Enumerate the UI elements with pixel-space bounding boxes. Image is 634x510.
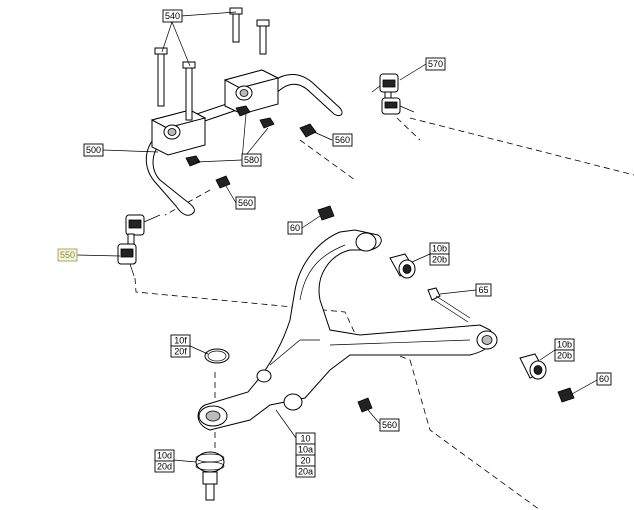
callout-20f[interactable]: 20f bbox=[170, 345, 191, 358]
snap-ring-10f bbox=[204, 348, 230, 364]
callout-10d[interactable]: 10d bbox=[154, 449, 175, 462]
svg-text:60: 60 bbox=[599, 374, 609, 384]
bushing-right bbox=[223, 69, 280, 115]
callout-540[interactable]: 540 bbox=[162, 9, 183, 23]
callout-580[interactable]: 580 bbox=[241, 153, 262, 167]
lower-control-arm bbox=[197, 229, 498, 431]
callout-570[interactable]: 570 bbox=[425, 57, 446, 71]
callout-10a[interactable]: 10a bbox=[295, 443, 316, 456]
svg-text:580: 580 bbox=[244, 155, 259, 165]
svg-text:20: 20 bbox=[300, 456, 310, 466]
callout-20[interactable]: 20 bbox=[295, 454, 316, 467]
svg-text:65: 65 bbox=[478, 285, 488, 295]
svg-text:10b: 10b bbox=[557, 340, 572, 350]
svg-text:570: 570 bbox=[428, 59, 443, 69]
svg-text:10f: 10f bbox=[174, 336, 187, 346]
stabilizer-link-570 bbox=[371, 73, 415, 115]
callout-10f[interactable]: 10f bbox=[170, 334, 191, 347]
ball-joint-10d bbox=[195, 451, 225, 501]
svg-text:10b: 10b bbox=[432, 244, 447, 254]
nuts-580 bbox=[185, 105, 275, 167]
bushing-10b-bottom bbox=[519, 353, 547, 380]
stabilizer-link-550 bbox=[117, 214, 161, 277]
bushing-left bbox=[150, 109, 207, 156]
svg-text:540: 540 bbox=[165, 11, 180, 21]
nut-560-top bbox=[299, 123, 317, 138]
callout-60-bottom[interactable]: 60 bbox=[596, 372, 612, 386]
svg-text:560: 560 bbox=[335, 135, 350, 145]
svg-text:10d: 10d bbox=[157, 451, 172, 461]
svg-text:560: 560 bbox=[382, 420, 397, 430]
callout-65[interactable]: 65 bbox=[475, 283, 492, 297]
callout-20d[interactable]: 20d bbox=[154, 460, 175, 473]
callout-20a[interactable]: 20a bbox=[295, 465, 316, 478]
svg-text:20f: 20f bbox=[174, 347, 187, 357]
callout-560-link[interactable]: 560 bbox=[235, 196, 256, 210]
nut-60-top bbox=[317, 205, 335, 221]
svg-text:560: 560 bbox=[238, 198, 253, 208]
callout-560-arm[interactable]: 560 bbox=[379, 418, 400, 432]
callouts: 540 570 500 560 580 560 60 10b 20b 550 6… bbox=[57, 9, 612, 478]
nut-560-link bbox=[215, 175, 231, 189]
svg-text:60: 60 bbox=[290, 223, 300, 233]
svg-text:20b: 20b bbox=[432, 255, 447, 265]
callout-560-top[interactable]: 560 bbox=[332, 133, 353, 147]
callout-500[interactable]: 500 bbox=[83, 143, 104, 157]
bolts-540 bbox=[154, 7, 270, 121]
svg-text:10: 10 bbox=[300, 434, 310, 444]
callout-10b-bottom[interactable]: 10b bbox=[554, 338, 575, 351]
svg-text:550: 550 bbox=[60, 250, 75, 260]
svg-text:20d: 20d bbox=[157, 462, 172, 472]
callout-10b-top[interactable]: 10b bbox=[429, 242, 450, 255]
svg-text:20b: 20b bbox=[557, 351, 572, 361]
svg-text:20a: 20a bbox=[298, 467, 313, 477]
nut-60-bottom bbox=[557, 387, 575, 403]
svg-text:500: 500 bbox=[86, 145, 101, 155]
callout-20b-bottom[interactable]: 20b bbox=[554, 349, 575, 362]
callout-60-top[interactable]: 60 bbox=[287, 221, 303, 235]
callout-550[interactable]: 550 bbox=[57, 248, 78, 262]
callout-20b-top[interactable]: 20b bbox=[429, 253, 450, 266]
bolt-65 bbox=[427, 287, 471, 323]
bushing-10b-top bbox=[389, 253, 416, 279]
assembly-guide-lines bbox=[134, 117, 634, 510]
nut-560-arm bbox=[357, 397, 373, 413]
svg-text:10a: 10a bbox=[298, 445, 313, 455]
callout-10[interactable]: 10 bbox=[295, 432, 316, 445]
